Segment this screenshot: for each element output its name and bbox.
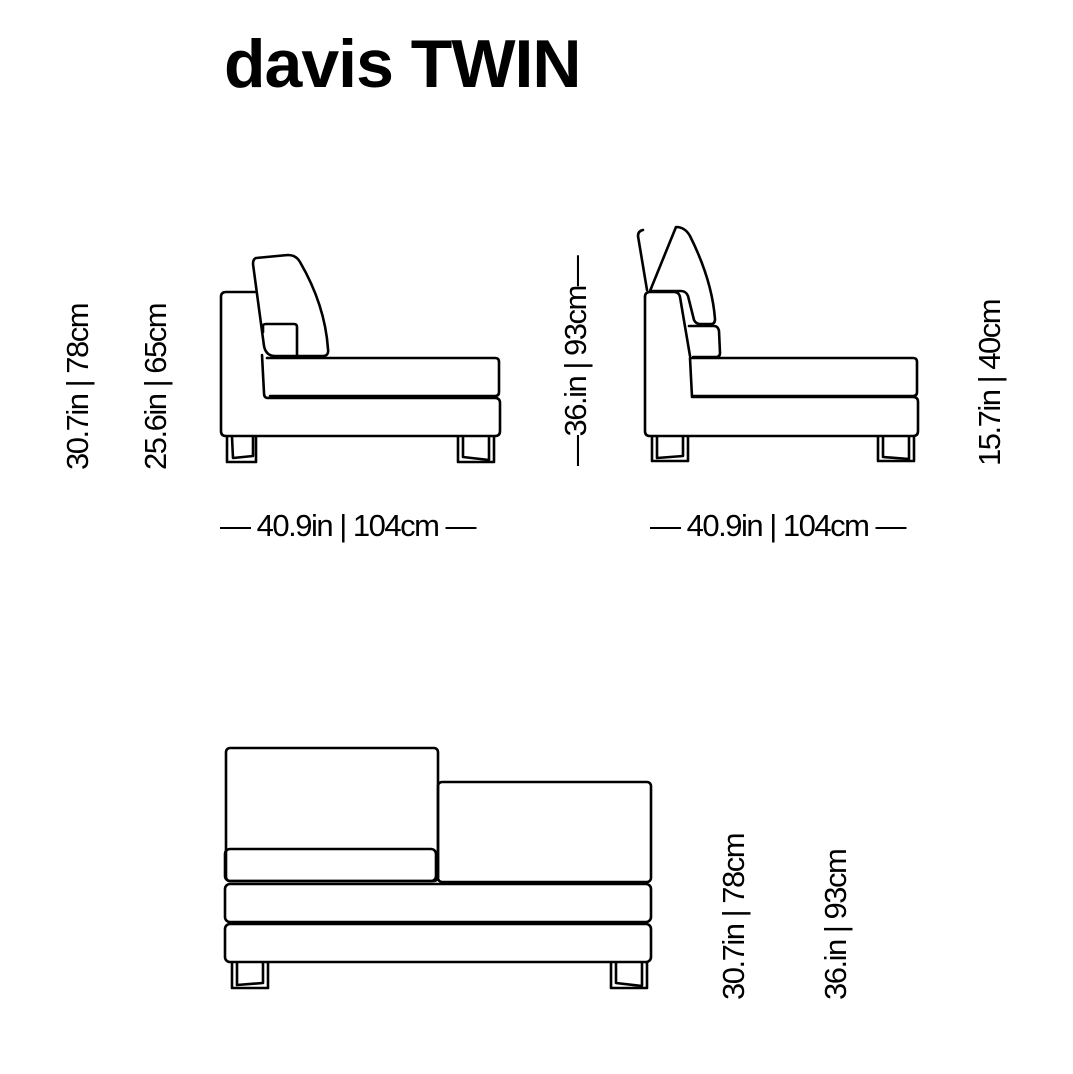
dim-left-back-height: 25.6in | 65cm [138, 303, 173, 470]
dim-right-overall-height: —36.in | 93cm— [558, 256, 593, 466]
side-view-left-drawing [219, 253, 502, 464]
product-title: davis TWIN [224, 26, 581, 102]
side-view-right-drawing [636, 225, 920, 463]
dim-left-overall-height: 30.7in | 78cm [60, 303, 95, 470]
dim-right-seat-height: 15.7in | 40cm [972, 299, 1007, 466]
dim-left-width: — 40.9in | 104cm — [220, 508, 477, 543]
dim-front-high-height: 36.in | 93cm [818, 849, 853, 1000]
dim-front-low-height: 30.7in | 78cm [716, 833, 751, 1000]
dim-right-width: — 40.9in | 104cm — [650, 508, 907, 543]
front-view-drawing [223, 746, 653, 990]
